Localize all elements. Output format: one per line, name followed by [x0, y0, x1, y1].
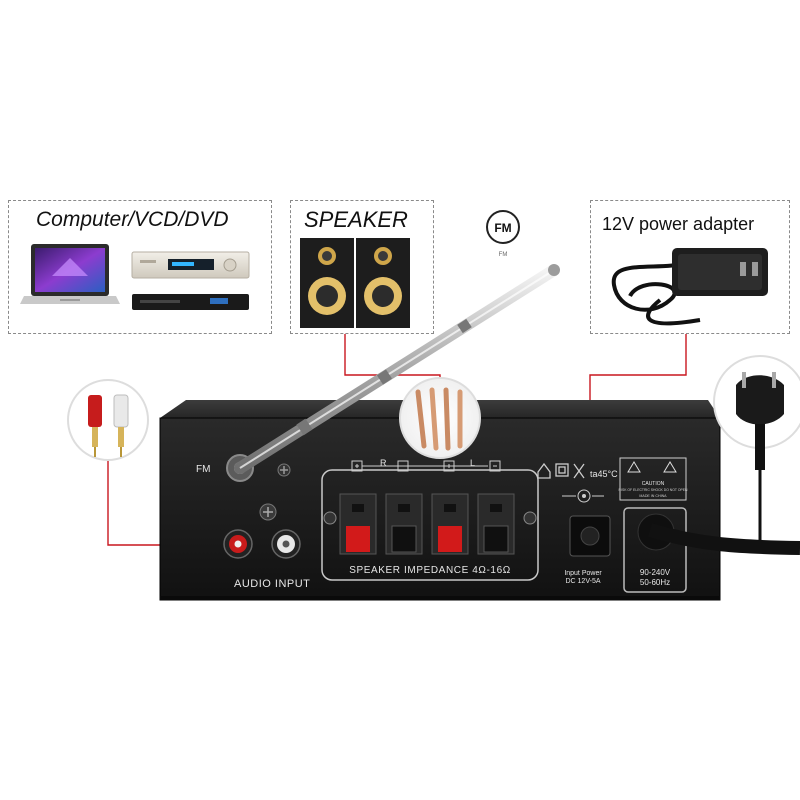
speaker-title: SPEAKER [304, 207, 408, 232]
cd-player-icon [131, 251, 250, 279]
laptop-icon [20, 244, 120, 304]
speaker-impedance-label: SPEAKER IMPEDANCE 4Ω-16Ω [349, 565, 511, 576]
speaker-wire-zoom-icon [399, 377, 481, 459]
rca-plug-zoom-icon [67, 379, 149, 461]
caution-title: CAUTION [642, 481, 665, 487]
channel-l-label: L [470, 458, 475, 468]
caution-label-icon [619, 457, 687, 501]
safety-symbols-icon [537, 462, 585, 479]
power-adapter-title: 12V power adapter [602, 214, 755, 234]
speaker-terminals [321, 460, 539, 581]
dvd-player-icon [132, 294, 249, 310]
source-devices-title: Computer/VCD/DVD [36, 208, 229, 231]
telescopic-antenna-icon [234, 264, 560, 474]
speakers-icon [300, 238, 410, 328]
power-cable-icon [647, 523, 800, 555]
input-power-label: Input Power [564, 570, 602, 577]
eu-plug-zoom-icon [713, 355, 800, 546]
dc-input-jack-icon [562, 489, 611, 557]
audio-input-jacks-icon [223, 503, 301, 559]
fm-badge-sublabel: FM [499, 252, 508, 258]
input-power-rating: DC 12V-5A [565, 578, 600, 585]
caution-text: RISK OF ELECTRIC SHOCK DO NOT OPEN [619, 488, 688, 492]
ac-frequency-label: 50-60Hz [640, 578, 670, 587]
fm-port-label: FM [196, 464, 210, 475]
made-in-label: MADE IN CHINA [639, 494, 667, 498]
temperature-label: ta45°C [590, 469, 618, 479]
audio-input-label: AUDIO INPUT [234, 578, 310, 590]
ac-voltage-label: 90-240V [640, 568, 671, 577]
fm-badge-label: FM [494, 221, 511, 235]
channel-r-label: R [380, 458, 387, 468]
fm-badge-icon [486, 210, 520, 244]
power-adapter-icon [611, 248, 768, 326]
